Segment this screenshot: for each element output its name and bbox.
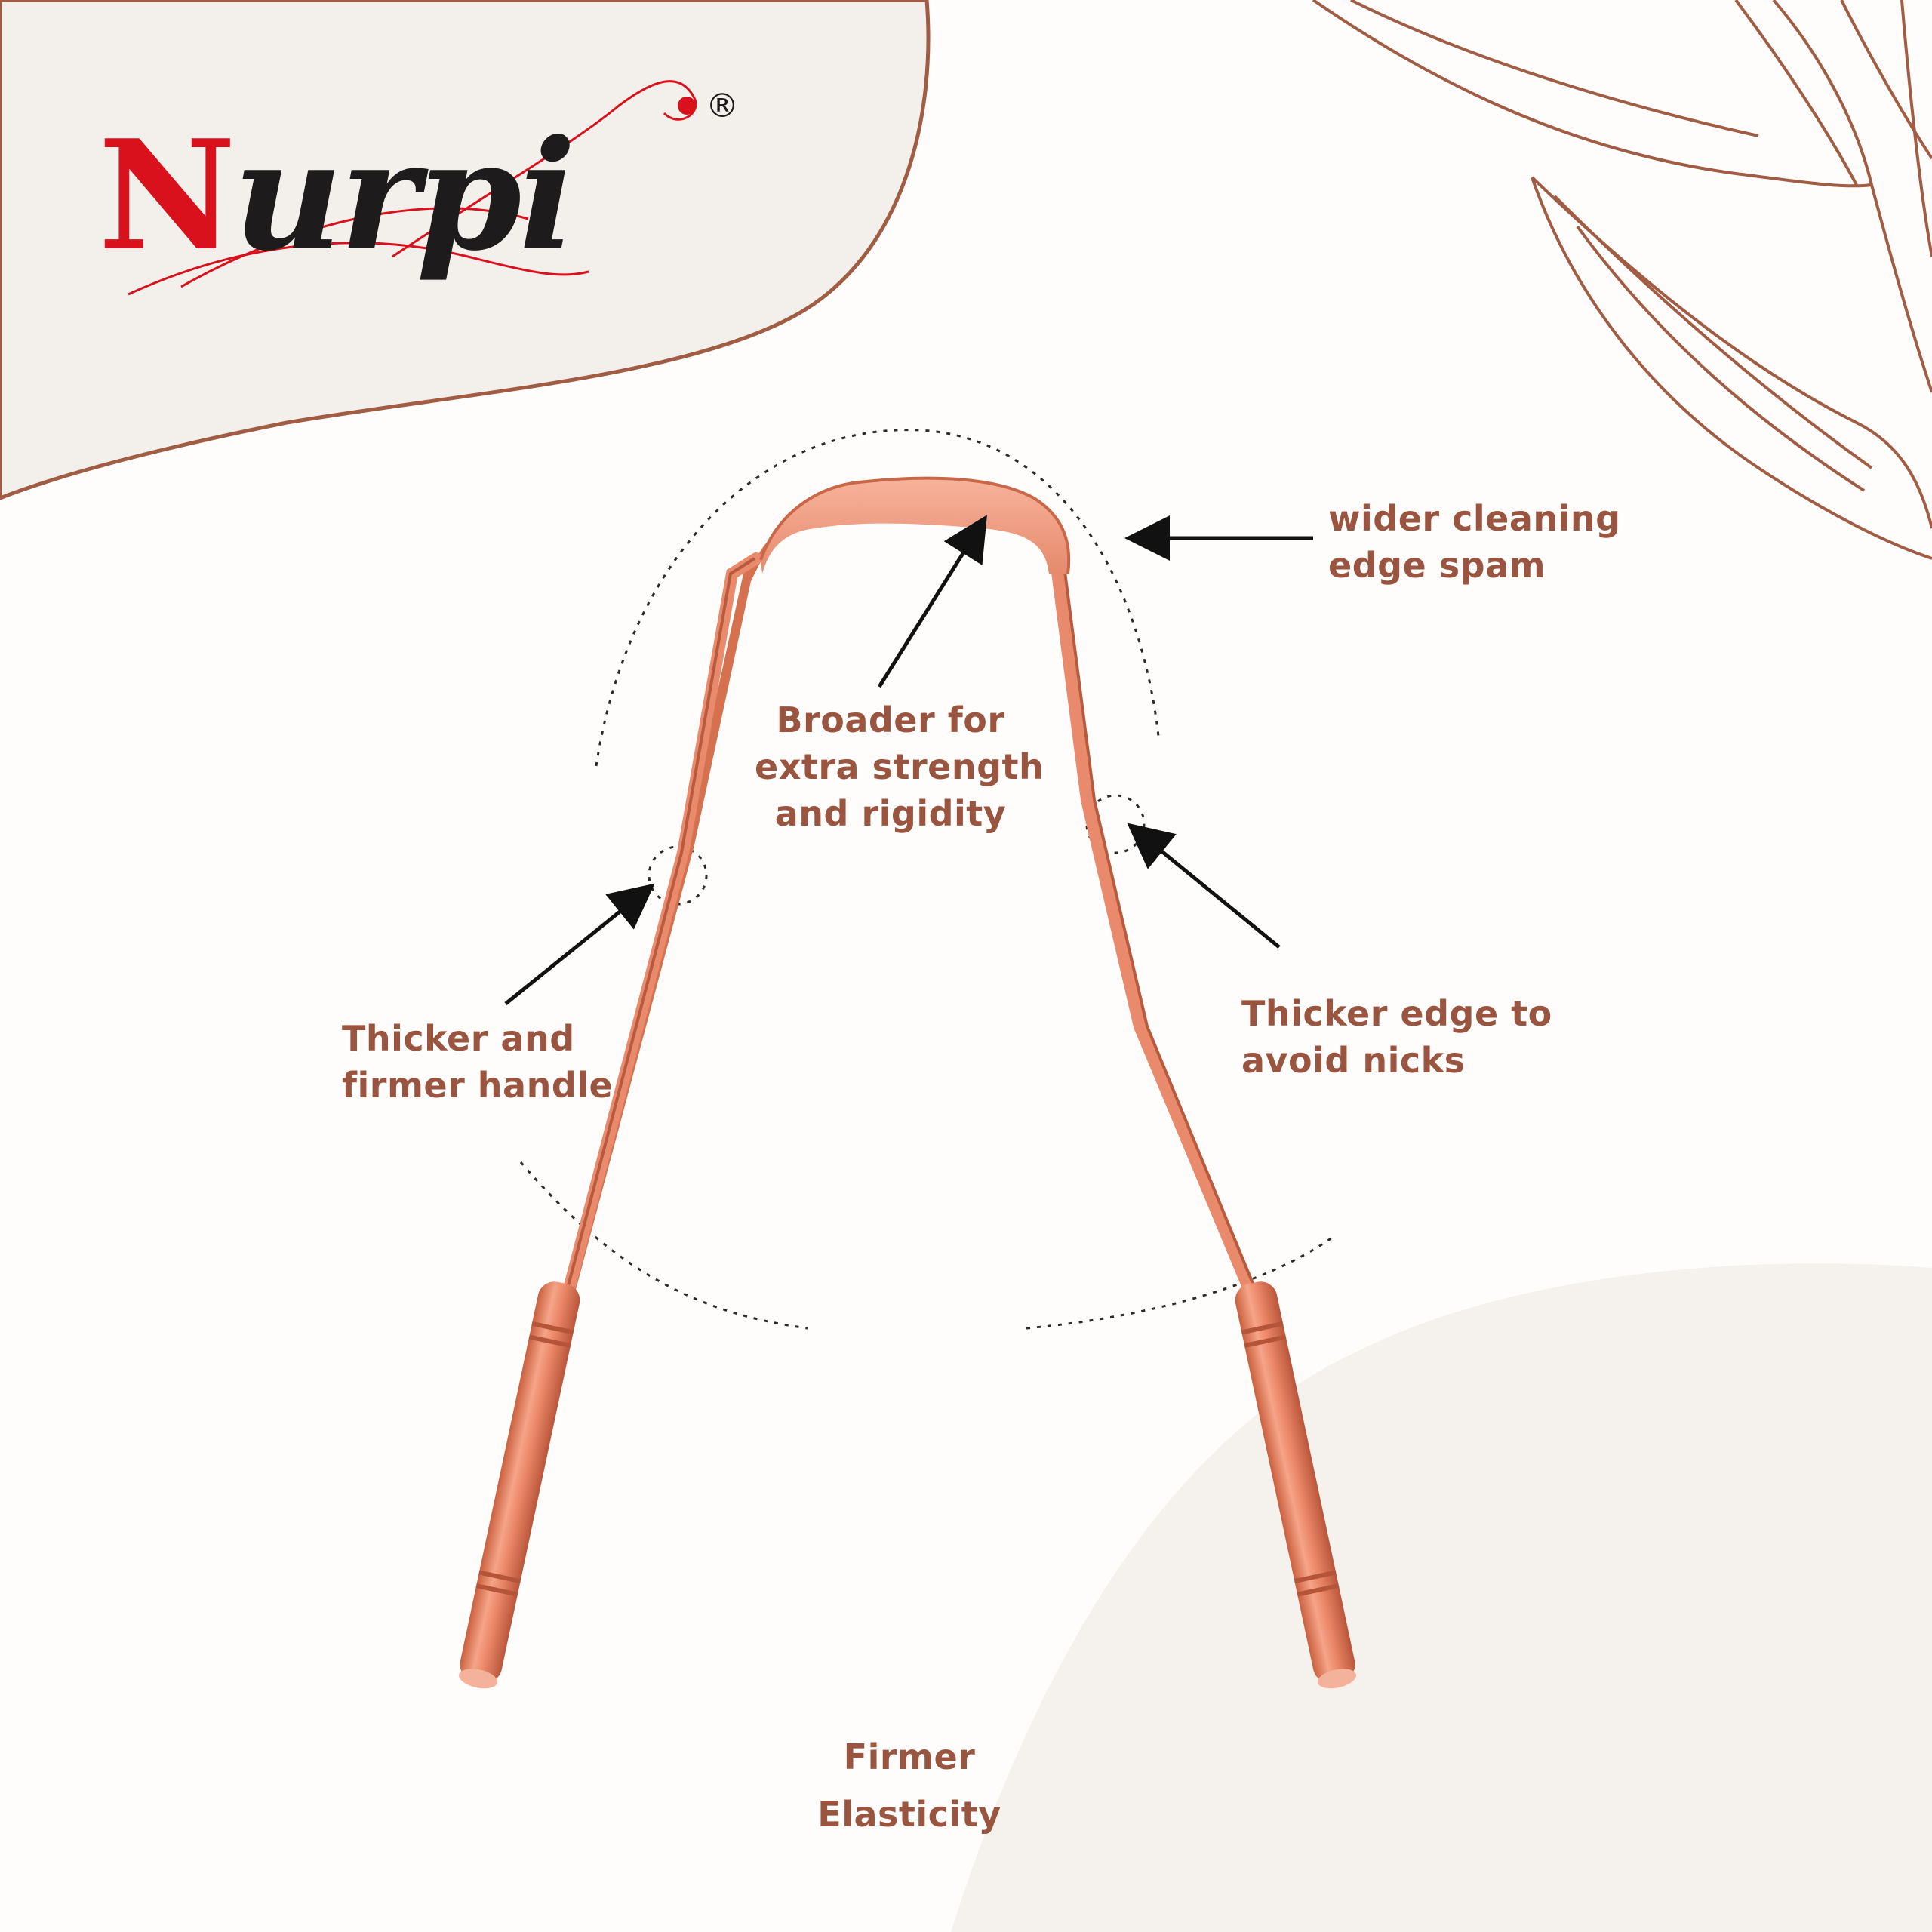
callout-arrows — [504, 515, 1313, 1005]
copper-tongue-cleaner — [459, 476, 1356, 1689]
feature-thicker-handle: Thicker and firmer handle — [342, 1018, 614, 1106]
brand-logo: Nurpi — [98, 106, 577, 287]
feature-thicker-edge: Thicker edge to avoid nicks — [1241, 993, 1552, 1081]
feature-firmer-elasticity: Firmer Elasticity — [817, 1737, 1001, 1835]
brand-initial: N — [98, 107, 236, 285]
registered-mark: ® — [706, 87, 739, 125]
feature-wider-cleaning-edge: wider cleaning edge spam — [1328, 498, 1621, 586]
arrow-broader — [877, 515, 987, 688]
logo-swirl — [128, 80, 697, 296]
arrow-thicker-edge — [1127, 823, 1281, 949]
bottom-right-backdrop — [951, 1263, 1932, 1932]
brand-rest: urpi — [232, 107, 577, 285]
brand-name: Nurpi — [98, 107, 577, 285]
top-left-backdrop — [0, 0, 931, 500]
feature-broader: Broader for extra strength and rigidity — [755, 700, 1044, 834]
leaf-decoration — [1312, 0, 1932, 560]
arrow-thicker-handle — [504, 883, 655, 1005]
